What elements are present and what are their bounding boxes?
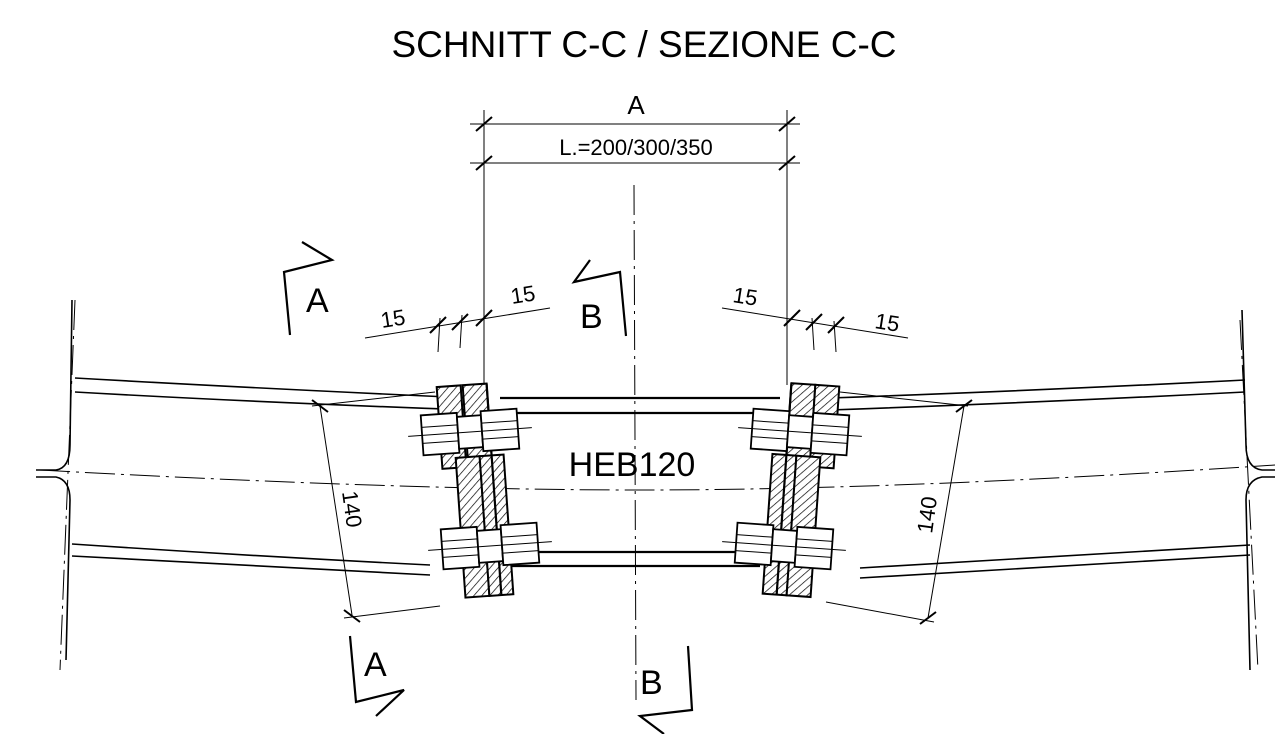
dimension-length-label: L.=200/300/350: [559, 135, 713, 160]
dimension-a-label: A: [627, 90, 645, 120]
beam-centerline: [39, 464, 1276, 491]
edge-right-b: 15: [873, 308, 901, 337]
section-mark-b-top: [571, 259, 628, 337]
top-dimensions: [470, 110, 800, 385]
edge-left-b: 15: [509, 280, 537, 309]
left-edge-dimensions: [364, 307, 551, 353]
right-edge-dimensions: [721, 307, 909, 353]
section-b-bottom-label: B: [640, 664, 663, 702]
height-left-label: 140: [337, 489, 367, 529]
section-mark-b-bottom: [637, 645, 694, 734]
section-a-bottom-label: A: [364, 646, 387, 684]
right-height-dimension: [825, 391, 973, 625]
right-beam: [829, 309, 1275, 671]
vertical-centerline: [633, 184, 637, 701]
profile-label: HEB120: [569, 446, 696, 484]
edge-left-a: 15: [379, 304, 407, 333]
height-right-label: 140: [912, 495, 942, 535]
left-height-dimension: [311, 391, 441, 623]
heb120-profile: [500, 396, 780, 568]
section-mark-a-top: [282, 241, 335, 336]
section-mark-a-bottom: [348, 635, 405, 717]
section-b-top-label: B: [580, 298, 603, 336]
drawing-title: SCHNITT C-C / SEZIONE C-C: [392, 24, 897, 65]
section-a-top-label: A: [306, 282, 329, 320]
left-beam: [36, 299, 471, 671]
edge-right-a: 15: [731, 282, 759, 311]
